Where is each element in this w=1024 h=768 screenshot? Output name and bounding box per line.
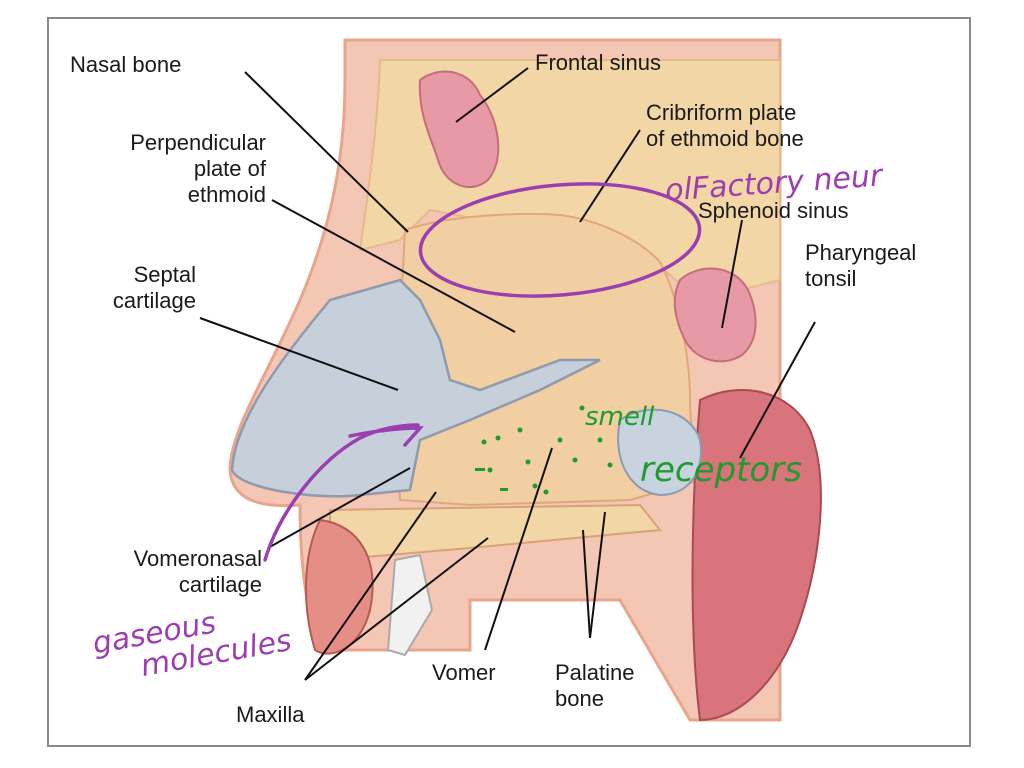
sphenoid-sinus-shape — [673, 267, 757, 363]
olfactory-region-circle — [418, 182, 702, 298]
label-cribriform-line2: of ethmoid bone — [646, 126, 804, 151]
label-septal-line1: Septal — [133, 262, 196, 287]
label-vomeronasal-line1: Vomeronasal — [133, 546, 262, 571]
label-vomer: Vomer — [432, 660, 496, 685]
label-septal-cartilage: Septal cartilage — [82, 262, 196, 314]
receptor-dots — [475, 405, 613, 495]
label-nasal-bone: Nasal bone — [70, 52, 182, 77]
label-perpendicular-line2: plate of — [193, 156, 266, 181]
label-pharyngeal-tonsil: Pharyngeal tonsil — [805, 240, 916, 292]
septal-cartilage-shape — [230, 278, 601, 498]
label-maxilla: Maxilla — [236, 702, 305, 727]
purple-annotations — [263, 182, 702, 562]
label-perpendicular-line3: ethmoid — [187, 182, 266, 207]
label-vomeronasal-cartilage: Vomeronasal cartilage — [78, 546, 262, 598]
label-vomeronasal-line2: cartilage — [178, 572, 262, 597]
pharyngeal-tissue — [691, 389, 822, 722]
label-palatine-line2: bone — [555, 686, 604, 711]
gas-arrowhead — [348, 426, 424, 447]
leader-lines — [199, 67, 816, 681]
label-cribriform-line1: Cribriform plate — [646, 100, 797, 125]
label-septal-line2: cartilage — [112, 288, 196, 313]
label-pharyngeal-line2: tonsil — [805, 266, 857, 291]
label-perpendicular-line1: Perpendicular — [130, 130, 266, 155]
label-cribriform-plate: Cribriform plate of ethmoid bone — [646, 100, 804, 152]
tooth-shape — [386, 553, 434, 657]
handwritten-smell: smell — [585, 402, 655, 432]
label-pharyngeal-line1: Pharyngeal — [805, 240, 917, 265]
label-palatine-bone: Palatine bone — [555, 660, 635, 712]
label-palatine-line1: Palatine — [555, 660, 635, 685]
frontal-sinus-shape — [418, 70, 500, 189]
tonsil-blob — [617, 408, 702, 497]
label-sphenoid-sinus: Sphenoid sinus — [698, 198, 849, 223]
gas-arrow — [263, 423, 420, 562]
label-frontal-sinus: Frontal sinus — [535, 50, 661, 75]
handwritten-receptors: receptors — [640, 450, 802, 490]
label-perpendicular-plate: Perpendicular plate of ethmoid — [82, 130, 266, 208]
